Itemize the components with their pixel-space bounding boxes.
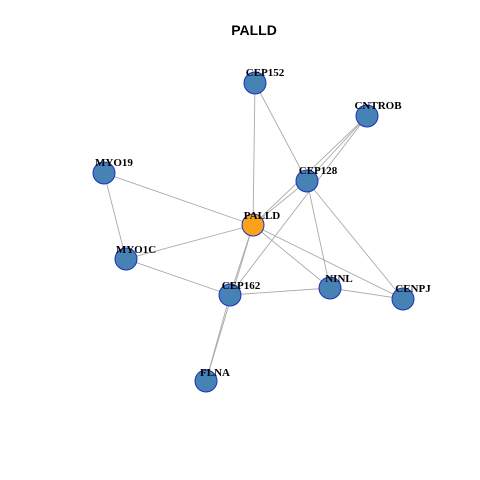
edge-cep162-flna	[205, 294, 231, 382]
edge-palld-cep128	[252, 180, 308, 226]
diagram-title: PALLD	[231, 22, 277, 38]
node-label-cep128: CEP128	[299, 165, 338, 177]
edge-palld-myo1c	[125, 224, 254, 260]
edge-myo19-myo1c	[103, 172, 127, 260]
edge-cep128-ninl	[306, 180, 331, 289]
node-label-ninl: NINL	[325, 273, 353, 285]
node-label-cntrob: CNTROB	[354, 100, 402, 112]
node-label-flna: FLNA	[200, 367, 230, 379]
edge-cntrob-cep128	[306, 115, 368, 182]
edge-palld-cenpj	[252, 224, 404, 300]
edge-palld-myo19	[103, 172, 254, 226]
node-myo19	[92, 161, 116, 185]
edge-palld-ninl	[252, 224, 331, 289]
edges-layer	[103, 82, 404, 382]
node-label-palld: PALLD	[244, 210, 281, 222]
edge-ninl-cenpj	[329, 287, 404, 300]
node-label-myo1c: MYO1C	[116, 244, 156, 256]
node-flna	[194, 369, 218, 393]
node-cenpj	[391, 287, 415, 311]
edge-cntrob-cep162	[229, 115, 368, 296]
node-label-myo19: MYO19	[95, 157, 133, 169]
edge-cep128-cenpj	[306, 180, 404, 300]
node-label-cenpj: CENPJ	[395, 283, 431, 295]
node-cep162	[218, 283, 242, 307]
node-palld	[241, 213, 265, 237]
node-cntrob	[355, 104, 379, 128]
edge-cep152-cep128	[254, 82, 308, 182]
edge-myo1c-cep162	[125, 258, 231, 296]
node-label-cep152: CEP152	[246, 67, 285, 79]
node-cep152	[243, 71, 267, 95]
node-label-cep162: CEP162	[222, 280, 261, 292]
node-ninl	[318, 276, 342, 300]
node-cep128	[295, 169, 319, 193]
edge-palld-cep152	[252, 82, 256, 226]
node-myo1c	[114, 247, 138, 271]
nodes-layer	[92, 71, 415, 393]
edge-cep162-ninl	[229, 287, 331, 296]
